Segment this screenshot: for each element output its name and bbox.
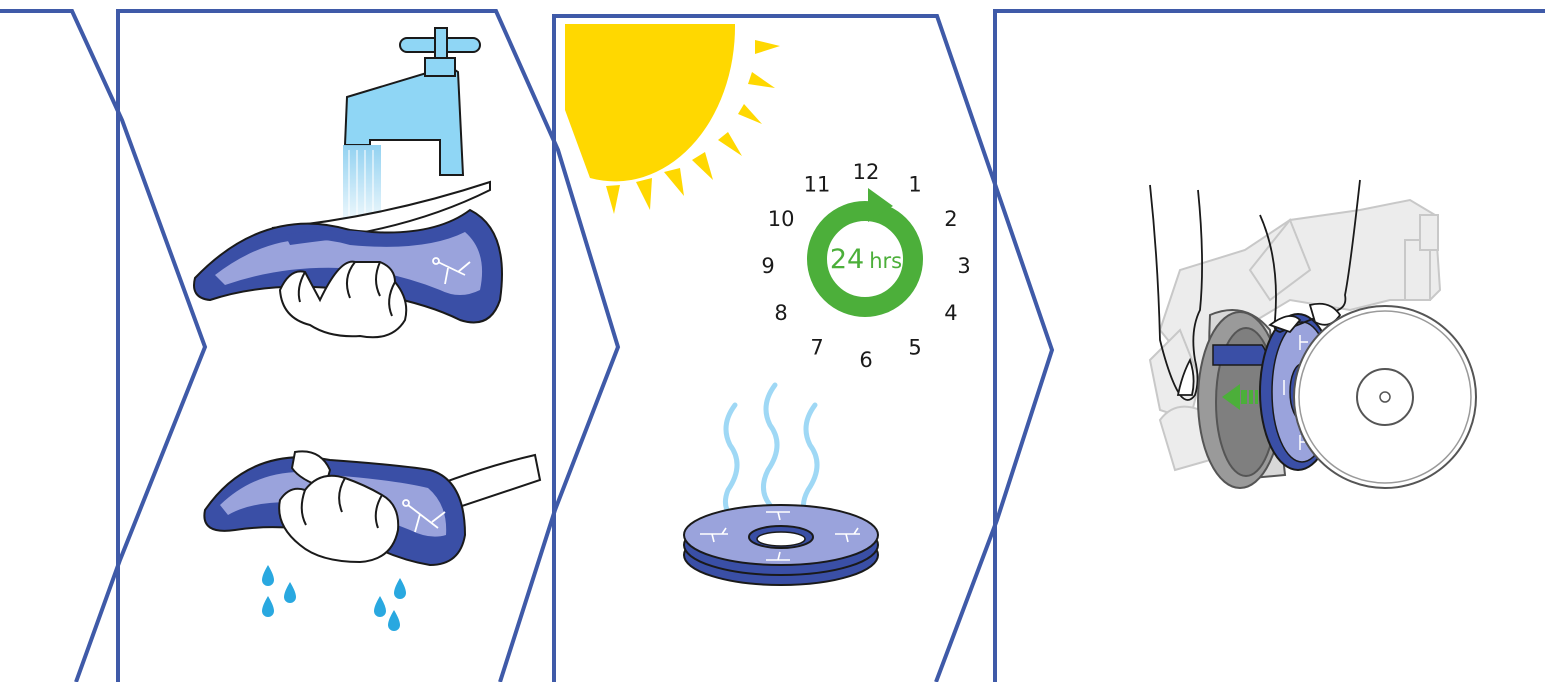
hand-left-icon <box>1149 184 1203 401</box>
steam-icon <box>722 382 820 518</box>
drying-filter-icon <box>683 504 879 586</box>
clock-number: 10 <box>768 207 795 231</box>
panel-0-frame <box>0 9 208 682</box>
clock-number: 8 <box>774 301 787 325</box>
filter-in-hand-icon <box>193 180 503 339</box>
wheel-icon <box>1293 305 1477 489</box>
clock-number: 9 <box>761 254 774 278</box>
clock-number: 3 <box>957 254 970 278</box>
clock-arrow-head <box>868 188 893 222</box>
clock-number: 6 <box>859 348 872 372</box>
clock-duration-unit: hrs <box>869 249 902 273</box>
clock-number: 11 <box>804 173 831 197</box>
clock-number: 12 <box>853 160 880 184</box>
clock-number: 7 <box>810 335 823 359</box>
clock-number: 5 <box>908 335 921 359</box>
tap-icon <box>343 27 481 176</box>
water-drops-icon <box>262 565 406 631</box>
squeezing-hand-icon <box>203 450 542 567</box>
clock-number: 2 <box>944 207 957 231</box>
clock-number: 4 <box>944 301 957 325</box>
clock-ring <box>807 201 923 317</box>
clock-number: 1 <box>908 173 921 197</box>
sun-icon <box>565 24 780 214</box>
panel-frames <box>0 9 1545 682</box>
hand-right-icon <box>1259 179 1361 334</box>
clock-duration-value: 24 <box>830 244 864 275</box>
panel-3-frame <box>993 9 1545 682</box>
